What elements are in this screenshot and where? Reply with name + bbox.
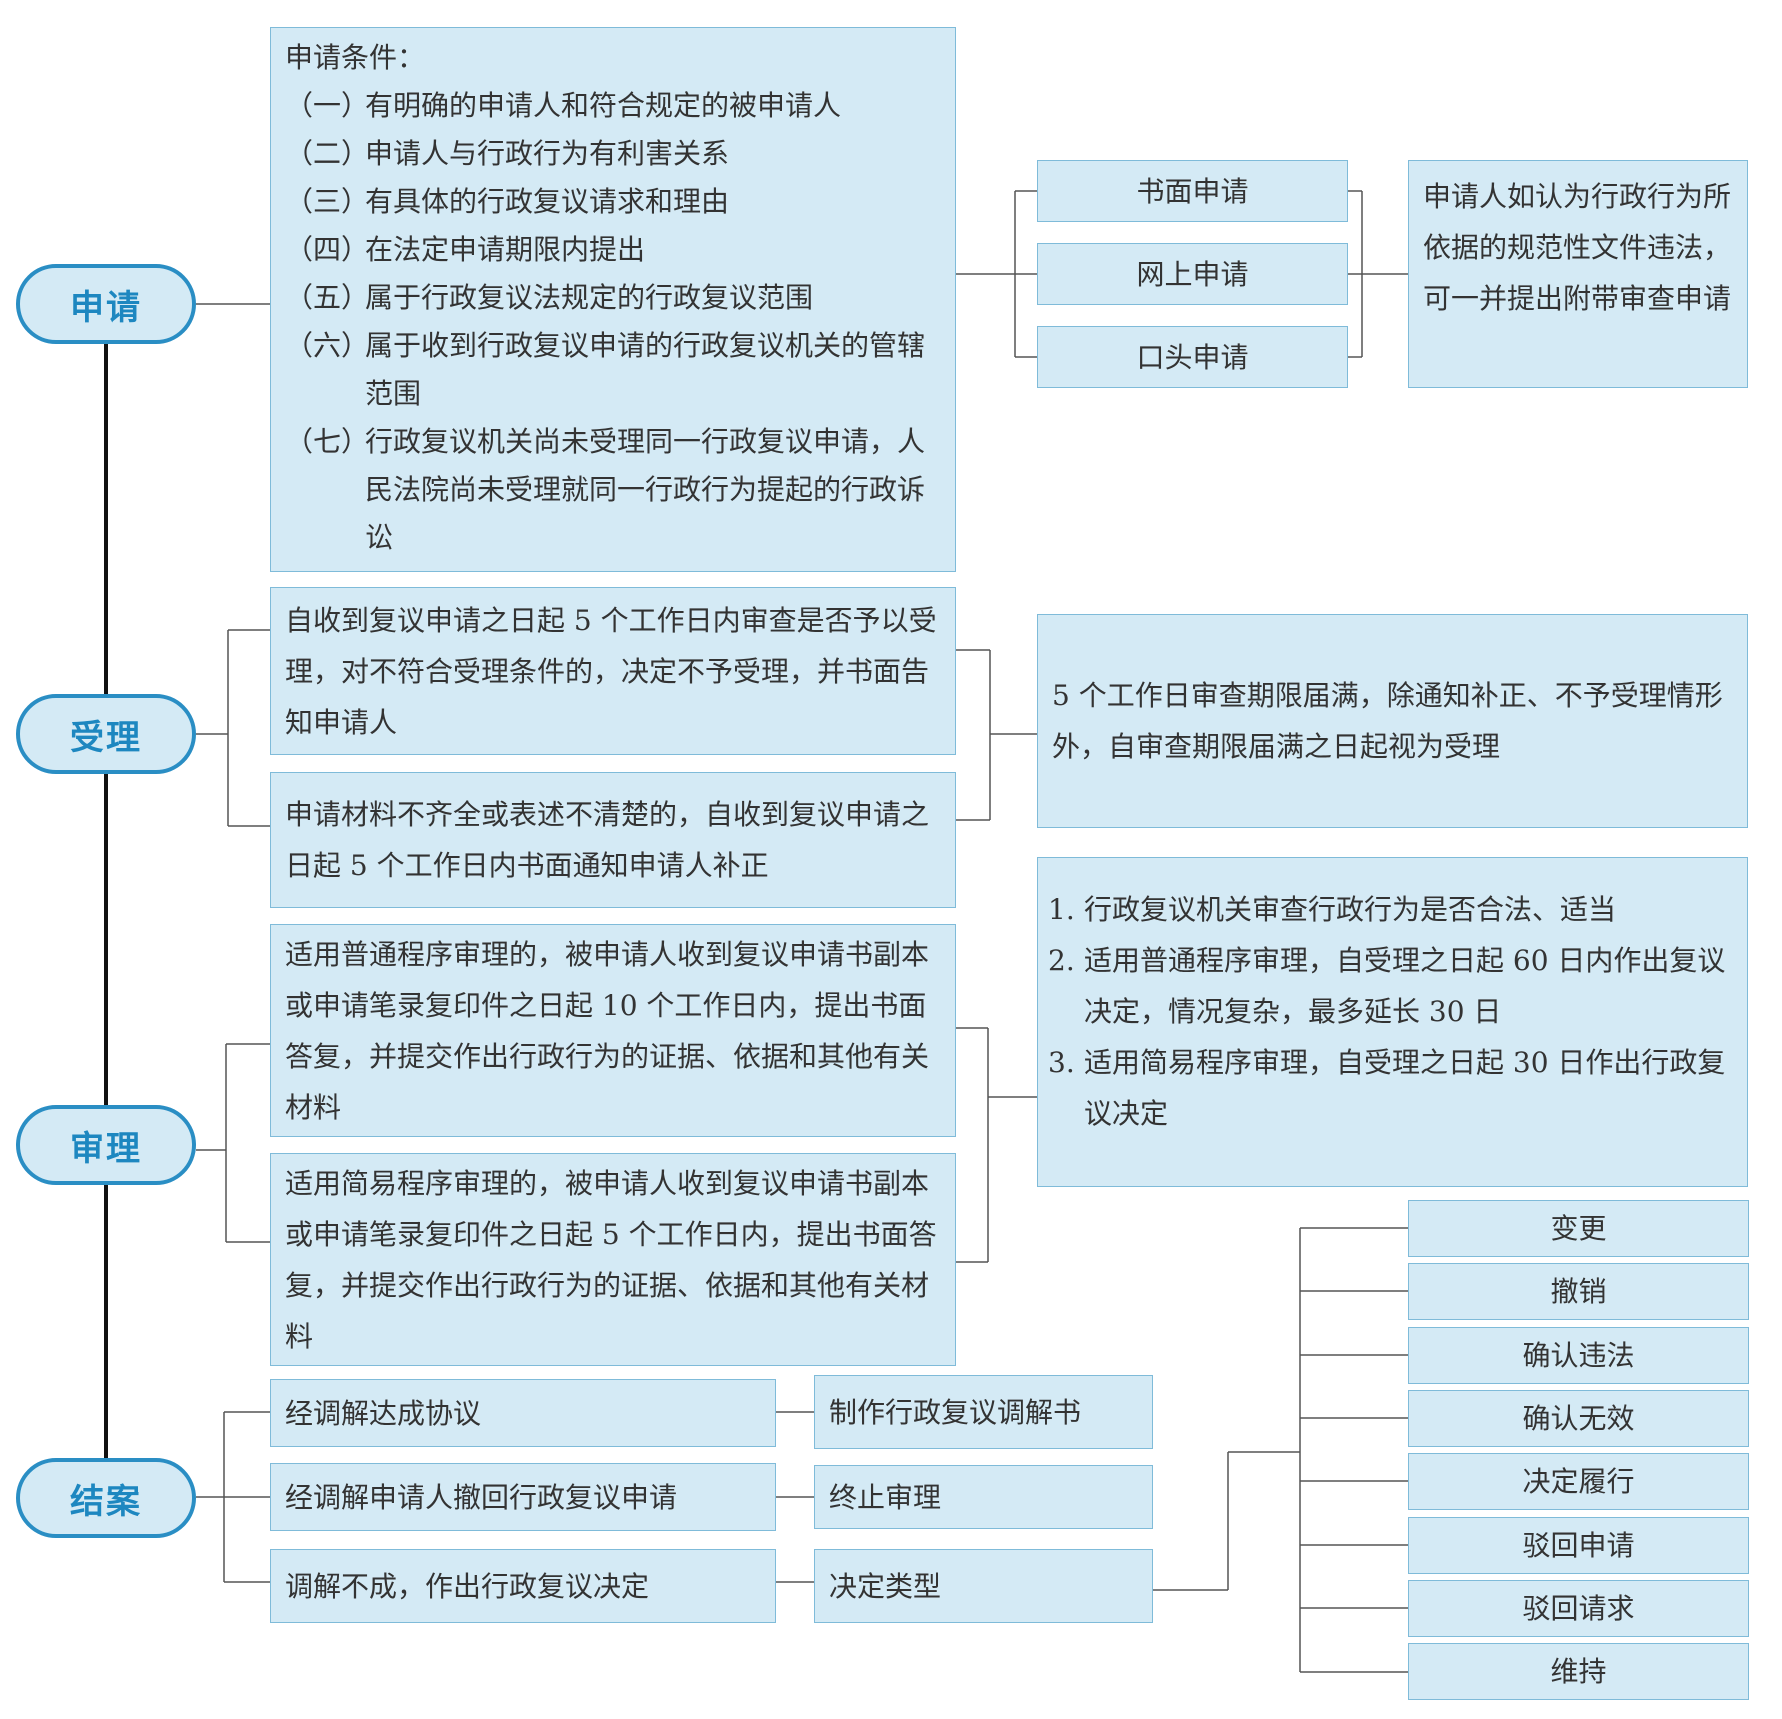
condition-num: （六） [285,329,370,362]
close-case-withdraw: 经调解申请人撤回行政复议申请 [270,1463,776,1531]
accept-item-2: 申请材料不齐全或表述不清楚的，自收到复议申请之日起 5 个工作日内书面通知申请人… [270,772,956,908]
condition-text: 申请人与行政行为有利害关系 [365,137,730,170]
close-result-mediation-doc: 制作行政复议调解书 [814,1375,1153,1449]
condition-num: （七） [285,425,370,458]
apply-note-box: 申请人如认为行政行为所依据的规范性文件违法，可一并提出附带审查申请 [1408,160,1748,388]
decision-type-item: 变更 [1408,1200,1749,1257]
decision-type-item: 驳回请求 [1408,1580,1749,1637]
review-notes-box: 1. 行政复议机关审查行政行为是否合法、适当 2. 适用普通程序审理，自受理之日起 … [1037,857,1748,1187]
condition-text: 属于收到行政复议申请的行政复议机关的管辖范围 [365,329,926,410]
condition-text: 属于行政复议法规定的行政复议范围 [365,281,814,314]
condition-num: （五） [285,281,370,314]
condition-text: 行政复议机关尚未受理同一行政复议申请，人民法院尚未受理就同一行政行为提起的行政诉… [365,425,926,554]
stage-accept: 受理 [16,694,196,774]
close-result-decision-type: 决定类型 [814,1549,1153,1623]
method-written: 书面申请 [1037,160,1348,222]
conditions-title: 申请条件： [285,41,426,74]
stage-apply: 申请 [16,264,196,344]
method-oral: 口头申请 [1037,326,1348,388]
decision-type-item: 确认违法 [1408,1327,1749,1384]
close-case-decision: 调解不成，作出行政复议决定 [270,1549,776,1623]
review-item-1: 适用普通程序审理的，被申请人收到复议申请书副本或申请笔录复印件之日起 10 个工… [270,924,956,1137]
condition-item: （七）行政复议机关尚未受理同一行政复议申请，人民法院尚未受理就同一行政行为提起的… [285,418,941,562]
apply-conditions-box: 申请条件： （一）有明确的申请人和符合规定的被申请人 （二）申请人与行政行为有利… [270,27,956,572]
condition-item: （四）在法定申请期限内提出 [285,226,941,274]
accept-item-1: 自收到复议申请之日起 5 个工作日内审查是否予以受理，对不符合受理条件的，决定不… [270,587,956,755]
review-item-2: 适用简易程序审理的，被申请人收到复议申请书副本或申请笔录复印件之日起 5 个工作… [270,1153,956,1366]
condition-text: 有具体的行政复议请求和理由 [365,185,730,218]
decision-type-item: 驳回申请 [1408,1517,1749,1574]
review-note-num: 2. [1048,944,1075,977]
condition-text: 有明确的申请人和符合规定的被申请人 [365,89,842,122]
condition-item: （一）有明确的申请人和符合规定的被申请人 [285,82,941,130]
condition-num: （四） [285,233,370,266]
review-note-text: 适用简易程序审理，自受理之日起 30 日作出行政复议决定 [1084,1046,1726,1130]
condition-num: （一） [285,89,370,122]
method-online: 网上申请 [1037,243,1348,305]
review-note-item: 2. 适用普通程序审理，自受理之日起 60 日内作出复议决定，情况复杂，最多延长 … [1048,935,1733,1037]
review-note-num: 3. [1048,1046,1075,1079]
stage-close: 结案 [16,1458,196,1538]
review-note-num: 1. [1048,893,1075,926]
close-result-terminate: 终止审理 [814,1465,1153,1529]
condition-item: （五）属于行政复议法规定的行政复议范围 [285,274,941,322]
condition-item: （三）有具体的行政复议请求和理由 [285,178,941,226]
accept-note-box: 5 个工作日审查期限届满，除通知补正、不予受理情形外，自审查期限届满之日起视为受… [1037,614,1748,828]
condition-num: （二） [285,137,370,170]
review-note-text: 适用普通程序审理，自受理之日起 60 日内作出复议决定，情况复杂，最多延长 30… [1084,944,1726,1028]
decision-type-item: 决定履行 [1408,1453,1749,1510]
decision-type-item: 撤销 [1408,1263,1749,1320]
review-note-text: 行政复议机关审查行政行为是否合法、适当 [1084,893,1617,926]
close-case-agreement: 经调解达成协议 [270,1379,776,1447]
condition-item: （二）申请人与行政行为有利害关系 [285,130,941,178]
decision-type-item: 维持 [1408,1643,1749,1700]
decision-type-item: 确认无效 [1408,1390,1749,1447]
condition-text: 在法定申请期限内提出 [365,233,646,266]
review-note-item: 1. 行政复议机关审查行政行为是否合法、适当 [1048,884,1733,935]
condition-num: （三） [285,185,370,218]
condition-item: （六）属于收到行政复议申请的行政复议机关的管辖范围 [285,322,941,418]
stage-review: 审理 [16,1105,196,1185]
review-note-item: 3. 适用简易程序审理，自受理之日起 30 日作出行政复议决定 [1048,1037,1733,1139]
